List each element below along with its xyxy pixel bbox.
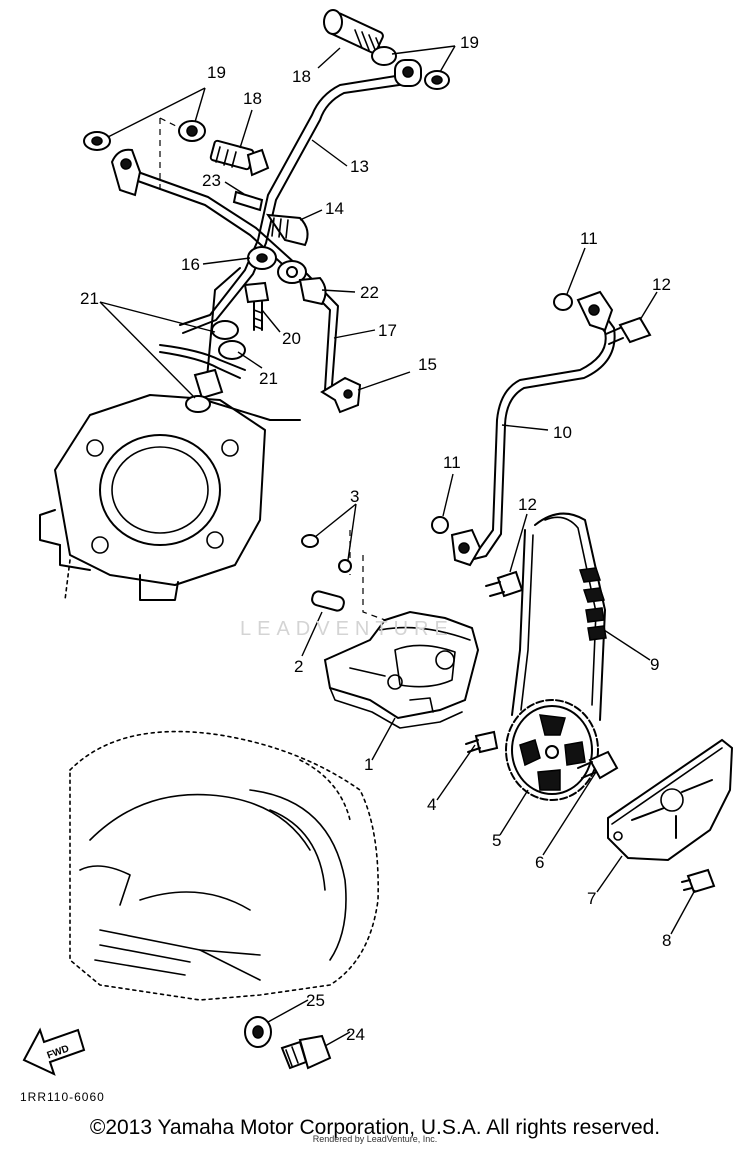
callout-24: 24 — [346, 1025, 365, 1044]
callout-7: 7 — [587, 889, 596, 908]
callout-2: 2 — [294, 657, 303, 676]
callout-3: 3 — [350, 487, 359, 506]
clamp-15 — [320, 376, 362, 414]
callout-numbers: 19 18 19 18 13 23 14 16 22 21 20 17 21 1… — [80, 33, 671, 1044]
callout-19-top: 19 — [460, 33, 479, 52]
callout-6: 6 — [535, 853, 544, 872]
bolt-12a — [605, 316, 652, 345]
oil-pump — [323, 530, 480, 729]
upper-fittings — [83, 9, 450, 414]
callout-16: 16 — [181, 255, 200, 274]
fwd-arrow-icon: FWD — [22, 1027, 86, 1076]
bolt-20 — [243, 281, 270, 331]
drain-bolt-24 — [280, 1034, 332, 1070]
washer-21b — [218, 340, 246, 360]
copyright-notice: ©2013 Yamaha Motor Corporation, U.S.A. A… — [89, 1116, 661, 1139]
leader-lines — [99, 45, 696, 1047]
callout-10: 10 — [553, 423, 572, 442]
dowel-pin-2 — [311, 590, 345, 612]
o-ring-11b — [431, 516, 449, 534]
callout-23: 23 — [202, 171, 221, 190]
render-credit: Rendered by LeadVenture, Inc. — [312, 1134, 438, 1144]
callout-18-top: 18 — [292, 67, 311, 86]
bolt-4 — [465, 730, 499, 754]
washer-21a — [211, 320, 239, 340]
cylinder-outline — [39, 394, 266, 601]
callout-4: 4 — [427, 795, 436, 814]
diagram-code: 1RR110-6060 — [20, 1090, 105, 1104]
callout-13: 13 — [350, 157, 369, 176]
bolt-6 — [577, 750, 619, 780]
union-bolt-top — [323, 9, 384, 56]
o-ring-11a — [553, 293, 573, 311]
callout-22: 22 — [360, 283, 379, 302]
callout-14: 14 — [325, 199, 344, 218]
watermark: LEADVENTURE — [240, 618, 454, 640]
callout-19-left: 19 — [207, 63, 226, 82]
callout-11-top: 11 — [580, 229, 598, 248]
callout-17: 17 — [378, 321, 397, 340]
drive-chain-9 — [511, 512, 607, 721]
washer-19a — [371, 46, 397, 66]
crankcase-outline — [69, 730, 379, 1001]
callout-21-lower: 21 — [259, 369, 278, 388]
nut-22 — [298, 276, 327, 306]
callout-20: 20 — [282, 329, 301, 348]
callout-11-lower: 11 — [443, 453, 461, 472]
oil-pipe-10 — [450, 290, 616, 567]
o-ring-3a — [301, 534, 319, 548]
callout-9: 9 — [650, 655, 659, 674]
callout-21-top: 21 — [80, 289, 99, 308]
callout-12-lower: 12 — [518, 495, 537, 514]
washer-21c — [185, 395, 211, 413]
callout-12-top: 12 — [652, 275, 671, 294]
bolt-8 — [681, 868, 716, 894]
callout-5: 5 — [492, 831, 501, 850]
bolt-12b — [485, 570, 524, 598]
callout-15: 15 — [418, 355, 437, 374]
callout-8: 8 — [662, 931, 671, 950]
union-bolt-left — [209, 139, 270, 177]
fitting-14 — [265, 213, 309, 247]
callout-25: 25 — [306, 991, 325, 1010]
callout-1: 1 — [364, 755, 373, 774]
chain-cover-7 — [607, 738, 734, 862]
sprocket-5 — [505, 699, 599, 801]
clamp-23 — [232, 190, 264, 212]
o-ring-3b — [338, 559, 352, 573]
callout-18-left: 18 — [243, 89, 262, 108]
